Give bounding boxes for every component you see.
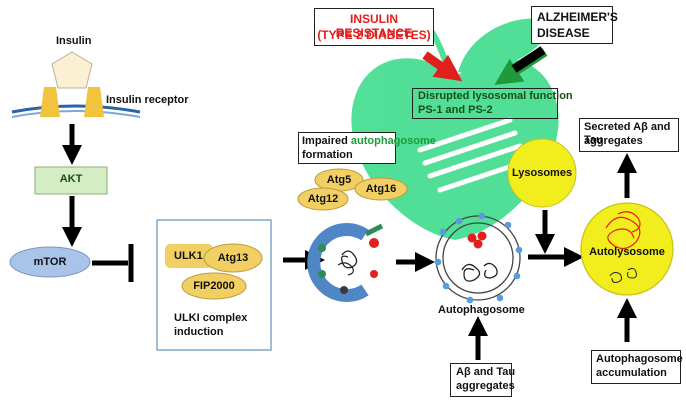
alzheimers-line1: ALZHEIMER'S	[537, 10, 618, 24]
insulin-label: Insulin	[56, 35, 92, 47]
atg12-node	[297, 187, 349, 211]
autolysosome-label: Autolysosome	[589, 246, 665, 258]
lysosome-node	[507, 138, 577, 208]
secreted-line1: Secreted Aβ and Tau	[584, 121, 671, 147]
insulin-resistance-line1: INSULIN RESISTANCE	[335, 12, 413, 41]
insulin-resistance-box	[314, 8, 434, 46]
atg5-label: Atg5	[326, 174, 352, 186]
insulin-receptor-label: Insulin receptor	[106, 94, 189, 106]
ulk1-node	[165, 244, 213, 268]
insulin-icon	[51, 51, 93, 89]
mtor-node	[9, 246, 91, 278]
ulk-complex-caption-line1: ULKI complex	[174, 312, 248, 324]
autolysosome-icon	[580, 202, 674, 296]
impaired-autophagosome-box	[298, 132, 396, 164]
mtor-label: mTOR	[33, 256, 67, 268]
fip-node	[181, 272, 247, 300]
watermark-logo	[351, 18, 563, 240]
secreted-line2: aggregates	[584, 135, 643, 147]
arrow-alzheimers-shadow	[511, 46, 546, 73]
autophagosome-label: Autophagosome	[438, 304, 525, 316]
arrow-insulin-resistance	[422, 51, 463, 82]
accumulation-box	[591, 350, 681, 384]
accumulation-line2: accumulation	[596, 367, 667, 379]
atg12-label: Atg12	[307, 193, 339, 205]
secreted-box	[579, 118, 679, 152]
atg16-label: Atg16	[365, 183, 397, 195]
alzheimers-box	[531, 6, 613, 44]
accumulation-line1: Autophagosome	[596, 353, 683, 365]
lysosomes-label: Lysosomes	[511, 167, 573, 179]
impaired-line1: Impaired autophagosome	[302, 135, 436, 148]
akt-label: AKT	[59, 173, 83, 185]
lysosomal-box	[412, 88, 558, 119]
fip-label: FIP2000	[193, 280, 235, 292]
abeta-bottom-line2: aggregates	[456, 380, 515, 392]
lysosomal-line1: Disrupted lysosomal function	[418, 90, 573, 102]
lysosomal-line2: PS-1 and PS-2	[418, 104, 493, 116]
alzheimers-line2: DISEASE	[537, 26, 590, 40]
akt-box	[34, 166, 108, 195]
ulk1-label: ULK1	[174, 250, 203, 262]
impaired-line2: formation	[302, 149, 353, 161]
insulin-resistance-line2: (TYPE 2 DIABETES)	[317, 28, 431, 42]
insulin-receptor-icon	[11, 87, 141, 118]
atg13-node	[203, 243, 263, 273]
atg16-node	[354, 177, 408, 201]
impaired-prefix: Impaired	[302, 135, 351, 147]
atg13-label: Atg13	[217, 252, 249, 264]
autophagosome-icon	[434, 212, 523, 304]
phagophore-icon	[307, 223, 384, 302]
abeta-bottom-box	[450, 363, 512, 397]
ulk-complex-caption-line2: induction	[174, 326, 224, 338]
watermark-leaf	[458, 18, 555, 73]
abeta-bottom-line1: Aβ and Tau	[456, 366, 516, 378]
watermark-fork-cut	[417, 117, 563, 193]
impaired-highlight: autophagosome	[350, 135, 436, 147]
